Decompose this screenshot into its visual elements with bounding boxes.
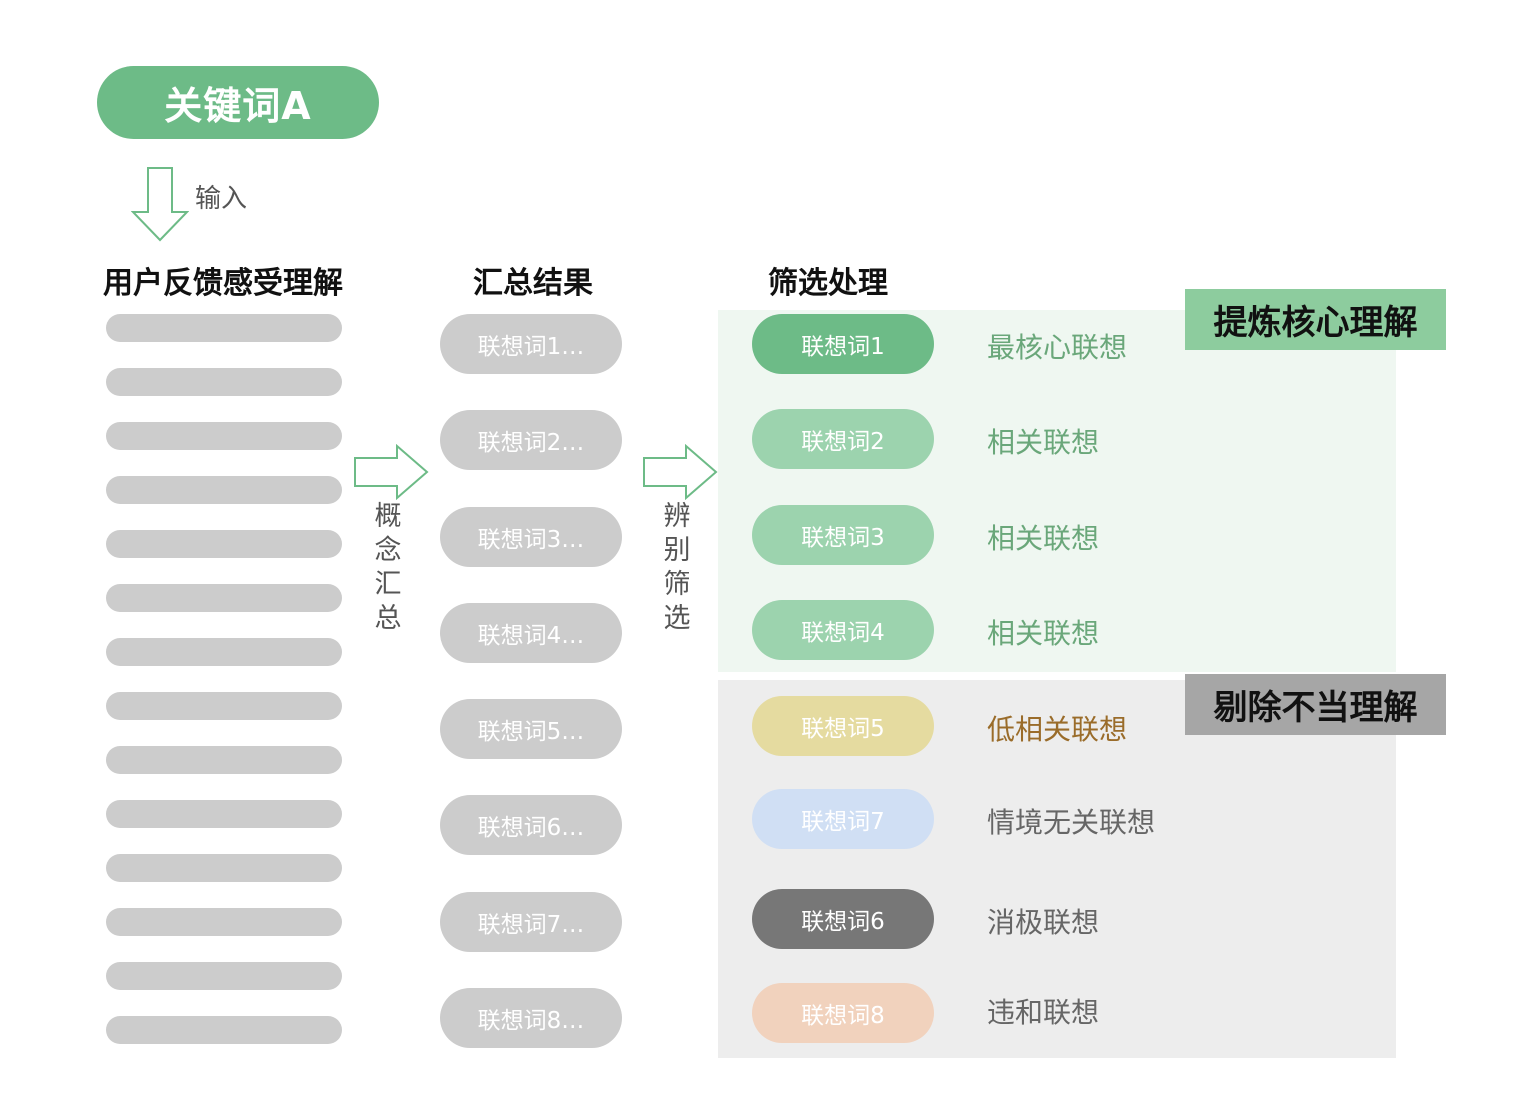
summary-pill: 联想词7… — [440, 891, 622, 952]
filtered-label: 消极联想 — [987, 906, 1100, 939]
feedback-bar — [106, 692, 342, 720]
input-label: 输入 — [195, 184, 248, 214]
down-arrow-icon — [131, 167, 189, 242]
aggregate-step-label: 概念汇总 — [374, 501, 402, 634]
feedback-bar — [106, 908, 342, 936]
filtered-pill: 联想词2 — [752, 409, 934, 469]
feedback-bar — [106, 314, 342, 342]
filtered-pill: 联想词3 — [752, 505, 934, 565]
filtered-label: 相关联想 — [987, 617, 1100, 650]
feedback-bar — [106, 800, 342, 828]
filtered-pill: 联想词6 — [752, 889, 934, 949]
feedback-column-title: 用户反馈感受理解 — [103, 266, 343, 301]
filtered-pill: 联想词4 — [752, 600, 934, 660]
feedback-bar — [106, 1016, 342, 1044]
discriminate-step-label: 辨别筛选 — [663, 501, 691, 634]
filtered-label: 相关联想 — [987, 522, 1100, 555]
filtered-label: 低相关联想 — [987, 713, 1128, 746]
feedback-bar — [106, 368, 342, 396]
feedback-bar-list — [106, 314, 342, 1070]
filtered-pill: 联想词8 — [752, 983, 934, 1043]
feedback-bar — [106, 962, 342, 990]
summary-pill: 联想词4… — [440, 602, 622, 663]
summary-pill: 联想词5… — [440, 699, 622, 760]
right-arrow-icon — [643, 444, 718, 500]
feedback-bar — [106, 638, 342, 666]
summary-pill: 联想词8… — [440, 988, 622, 1049]
feedback-bar — [106, 584, 342, 612]
right-arrow-icon — [354, 444, 429, 500]
feedback-bar — [106, 746, 342, 774]
filtered-pill: 联想词7 — [752, 789, 934, 849]
summary-pill: 联想词2… — [440, 410, 622, 471]
feedback-bar — [106, 854, 342, 882]
keyword-pill: 关键词A — [97, 66, 379, 139]
filtered-label: 情境无关联想 — [987, 806, 1156, 839]
filtered-label: 相关联想 — [987, 426, 1100, 459]
summary-pill: 联想词1… — [440, 314, 622, 374]
summary-pill: 联想词6… — [440, 795, 622, 856]
refine-tag: 提炼核心理解 — [1185, 289, 1446, 350]
feedback-bar — [106, 476, 342, 504]
summary-list: 联想词1… 联想词2… 联想词3… 联想词4… 联想词5… 联想词6… 联想词7… — [440, 314, 622, 1084]
feedback-bar — [106, 530, 342, 558]
filter-column-title: 筛选处理 — [768, 266, 888, 301]
reject-tag: 剔除不当理解 — [1185, 674, 1446, 735]
filtered-label: 违和联想 — [987, 996, 1100, 1029]
filtered-label: 最核心联想 — [987, 331, 1128, 364]
filtered-pill: 联想词5 — [752, 696, 934, 756]
summary-column-title: 汇总结果 — [473, 266, 593, 301]
feedback-bar — [106, 422, 342, 450]
filtered-pill: 联想词1 — [752, 314, 934, 374]
summary-pill: 联想词3… — [440, 506, 622, 567]
